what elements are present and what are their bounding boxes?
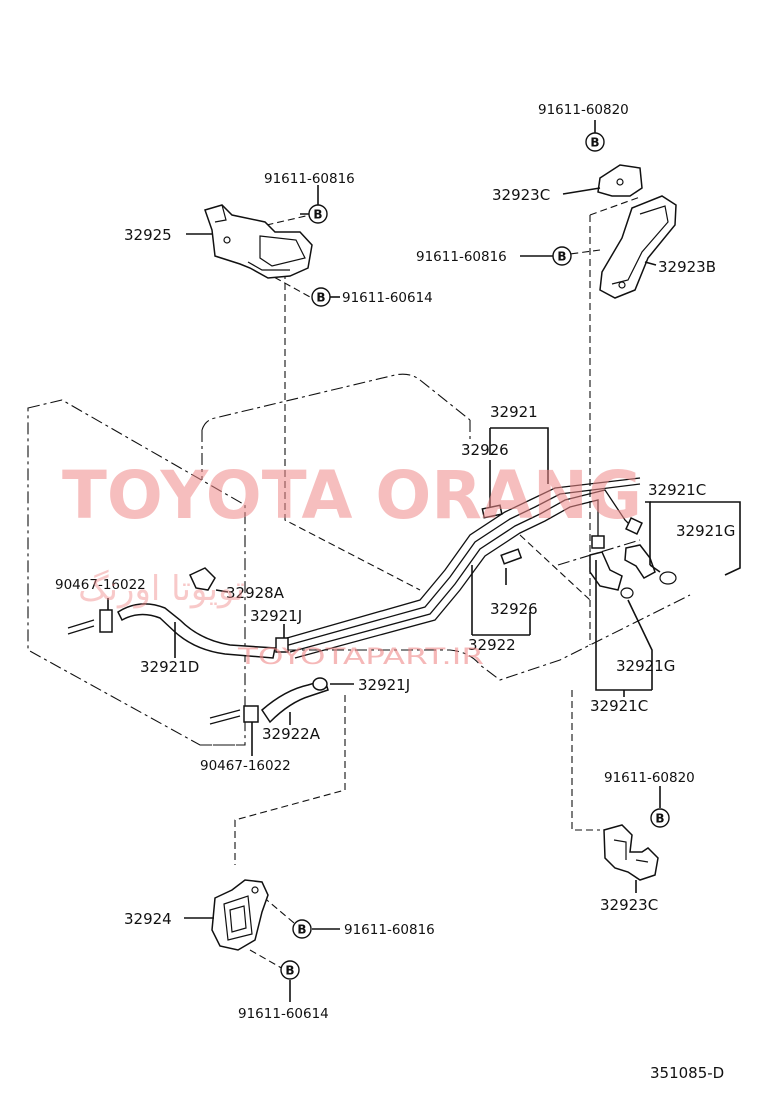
floor-outline [27,373,691,746]
label-91611-60816-right: 91611-60816 [416,249,507,265]
label-91611-60614-bottom: 91611-60614 [238,1006,329,1022]
watermark: TOYOTA ORANG تویوتا اورنگ TOYOTAPART.IR [62,457,642,670]
label-91611-60614-top: 91611-60614 [342,290,433,306]
label-32921G-mid: 32921G [616,657,675,675]
bolt-marker-icon: B [308,204,328,224]
label-32928A: 32928A [226,584,285,602]
hose-32921D [67,603,276,659]
part-labels: 91611-60820 32923C 91611-60816 32923B 91… [55,102,735,1082]
label-32921C-right: 32921C [648,481,706,499]
label-90467-16022-left: 90467-16022 [55,577,146,593]
bracket-32923B [599,195,677,299]
label-91611-60820-top: 91611-60820 [538,102,629,118]
svg-text:B: B [557,250,566,264]
watermark-site-text: TOYOTAPART.IR [237,645,484,670]
svg-text:B: B [297,923,306,937]
label-32923C-bottom: 32923C [600,896,658,914]
svg-text:B: B [655,812,664,826]
label-32922A: 32922A [262,725,321,743]
clamps [189,567,328,691]
label-32923C-top: 32923C [492,186,550,204]
label-32921: 32921 [490,403,538,421]
bracket-32923C-bottom [603,824,659,881]
label-32925: 32925 [124,226,172,244]
label-32921J-top: 32921J [250,607,302,625]
bolt-marker-icon: B [552,246,572,266]
bolt-marker-icon: B [292,919,312,939]
dashed-leaders [234,196,641,971]
svg-text:B: B [316,291,325,305]
label-32926-mid: 32926 [490,600,538,618]
label-91611-60820-bottom: 91611-60820 [604,770,695,786]
bolt-marker-icon: B [585,132,605,152]
label-32922: 32922 [468,636,516,654]
label-32921C-bottom: 32921C [590,697,648,715]
label-32926-top: 32926 [461,441,509,459]
watermark-main-text: TOYOTA ORANG [62,457,642,534]
svg-text:B: B [313,208,322,222]
label-32923B: 32923B [658,258,716,276]
bolt-marker-icon: B [280,960,300,980]
diagram-code: 351085-D [650,1064,724,1082]
svg-text:B: B [285,964,294,978]
bolt-marker-icon: B [311,287,331,307]
hose-32922A [209,679,329,725]
label-32921D: 32921D [140,658,199,676]
svg-text:B: B [590,136,599,150]
bracket-32924 [211,879,269,951]
label-32921J-bottom: 32921J [358,676,410,694]
bracket-32925 [204,204,313,279]
bracket-32923C-top [597,164,643,197]
label-leaders [107,120,741,1002]
bolt-marker-icon: B [650,808,670,828]
label-91611-60816-left: 91611-60816 [264,171,355,187]
label-32924: 32924 [124,910,172,928]
pipe-bundle [279,477,643,659]
bolt-markers: B B B B B B B [280,132,670,980]
label-91611-60816-bottom: 91611-60816 [344,922,435,938]
fitting-elbows [589,544,677,599]
watermark-persian-text: تویوتا اورنگ [78,569,245,609]
label-32921G-right: 32921G [676,522,735,540]
label-90467-16022-bottom: 90467-16022 [200,758,291,774]
